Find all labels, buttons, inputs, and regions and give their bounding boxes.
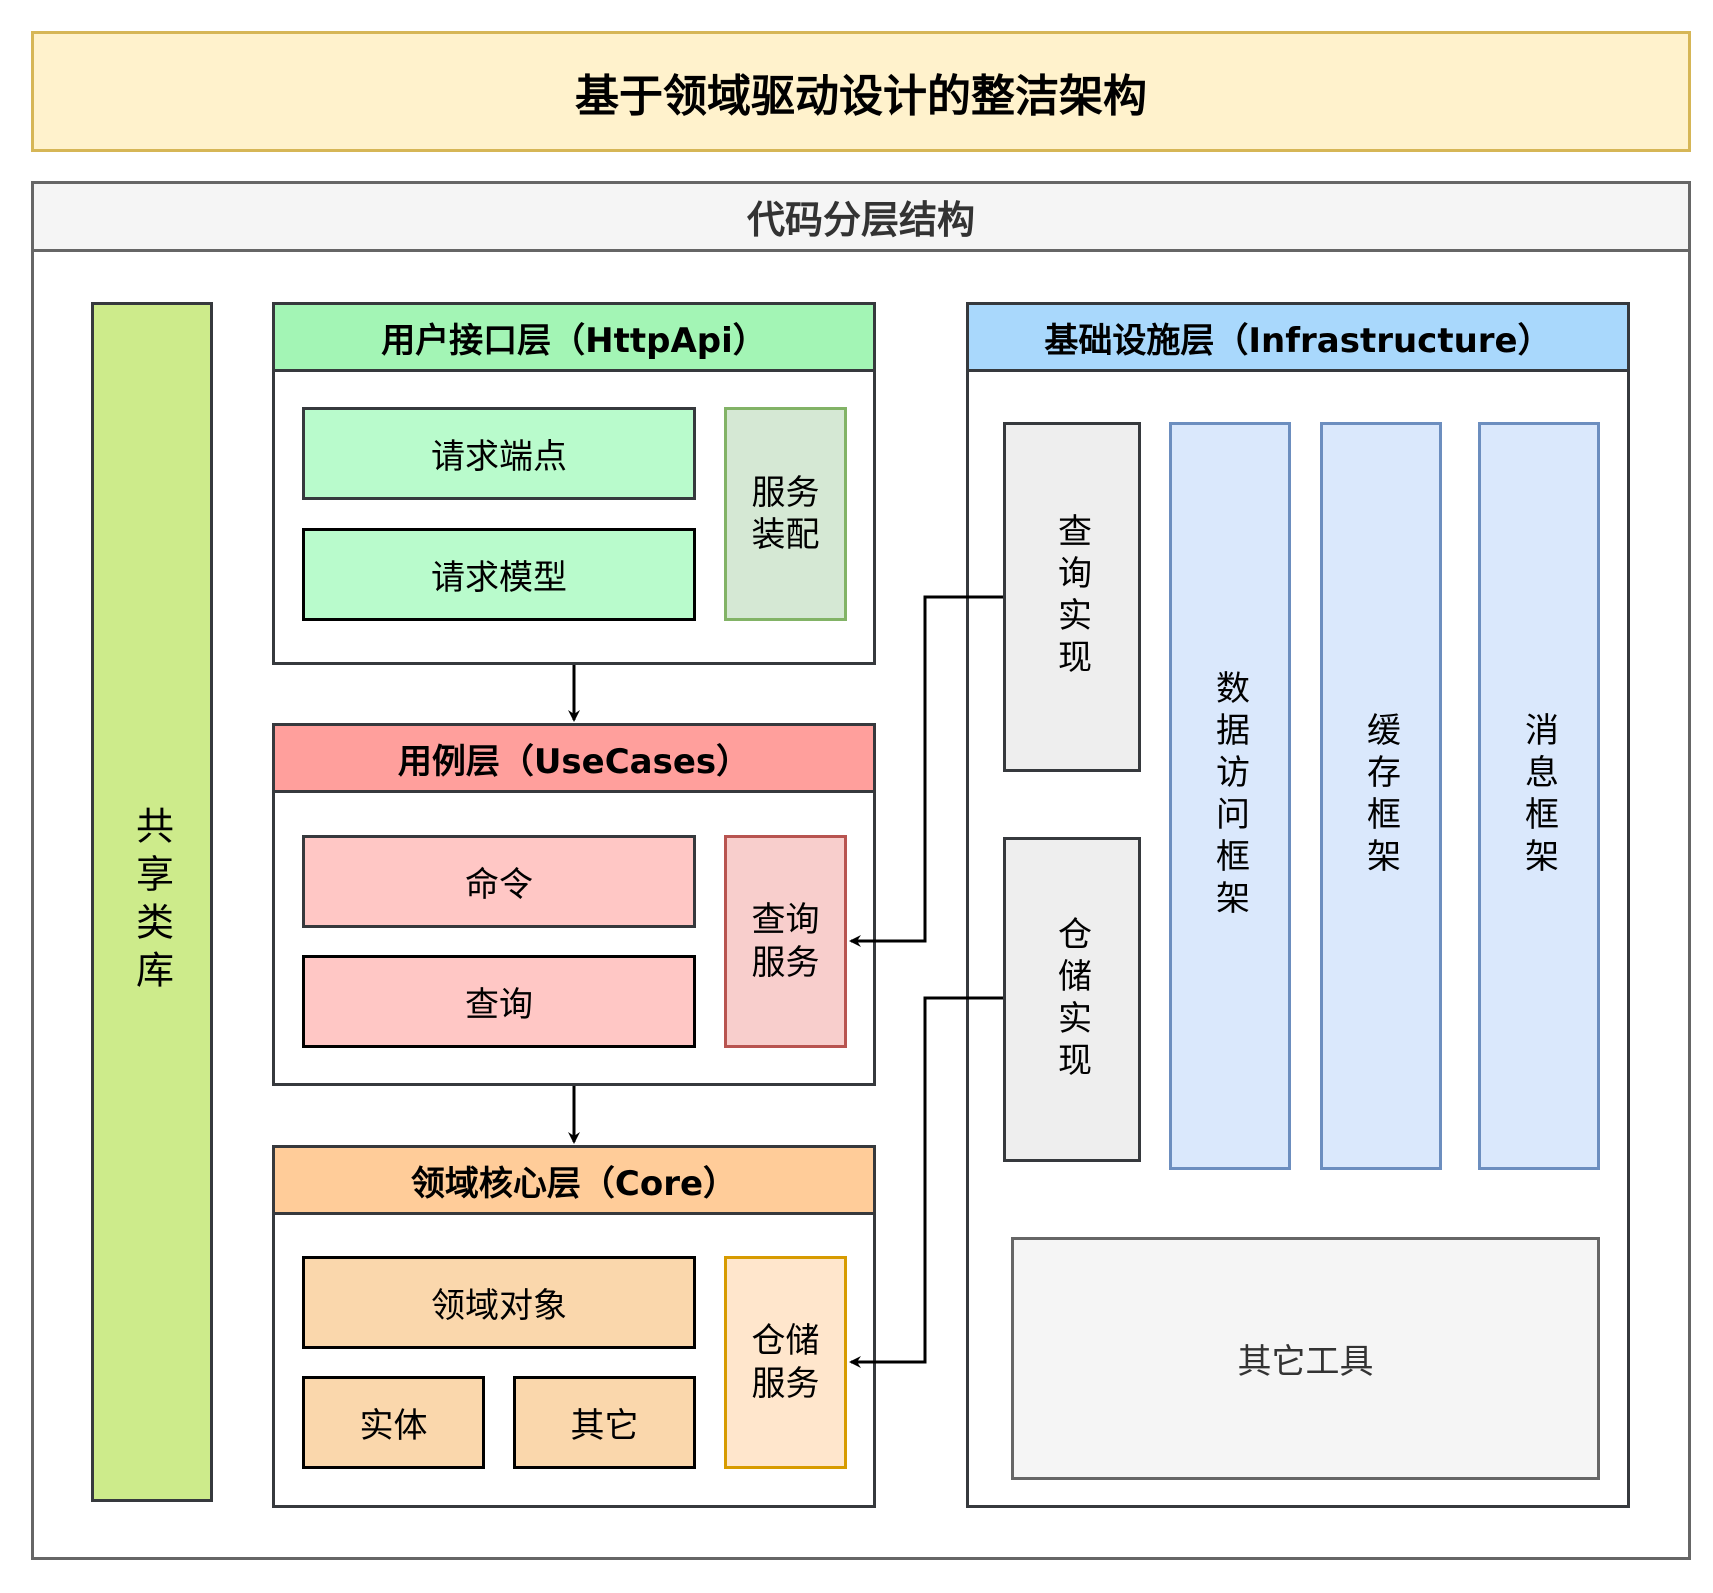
query-implementation: 查询实现	[1003, 422, 1141, 772]
shared-library: 共享类库	[91, 302, 213, 1502]
entity: 实体	[302, 1376, 485, 1469]
repository-service-label: 仓储服务	[751, 1321, 820, 1404]
cache-framework: 缓存框架	[1320, 422, 1442, 1170]
request-endpoint: 请求端点	[302, 407, 696, 500]
query: 查询	[302, 955, 696, 1048]
data-access-framework: 数据访问框架	[1169, 422, 1291, 1170]
frame-title: 代码分层结构	[31, 181, 1691, 252]
http-api-layer-title: 用户接口层（HttpApi）	[272, 302, 876, 372]
other: 其它	[513, 1376, 696, 1469]
other-tools: 其它工具	[1011, 1237, 1600, 1480]
use-cases-layer-title: 用例层（UseCases）	[272, 723, 876, 793]
query-service: 查询服务	[724, 835, 847, 1048]
service-assembly: 服务装配	[724, 407, 847, 621]
command: 命令	[302, 835, 696, 928]
core-layer-title: 领域核心层（Core）	[272, 1145, 876, 1215]
service-assembly-label: 服务装配	[751, 472, 820, 556]
message-framework: 消息框架	[1478, 422, 1600, 1170]
repository-service: 仓储服务	[724, 1256, 847, 1469]
infrastructure-layer-title: 基础设施层（Infrastructure）	[966, 302, 1630, 372]
domain-object: 领域对象	[302, 1256, 696, 1349]
request-model: 请求模型	[302, 528, 696, 621]
repository-implementation: 仓储实现	[1003, 837, 1141, 1162]
query-service-label: 查询服务	[751, 900, 820, 983]
diagram-title: 基于领域驱动设计的整洁架构	[31, 31, 1691, 152]
